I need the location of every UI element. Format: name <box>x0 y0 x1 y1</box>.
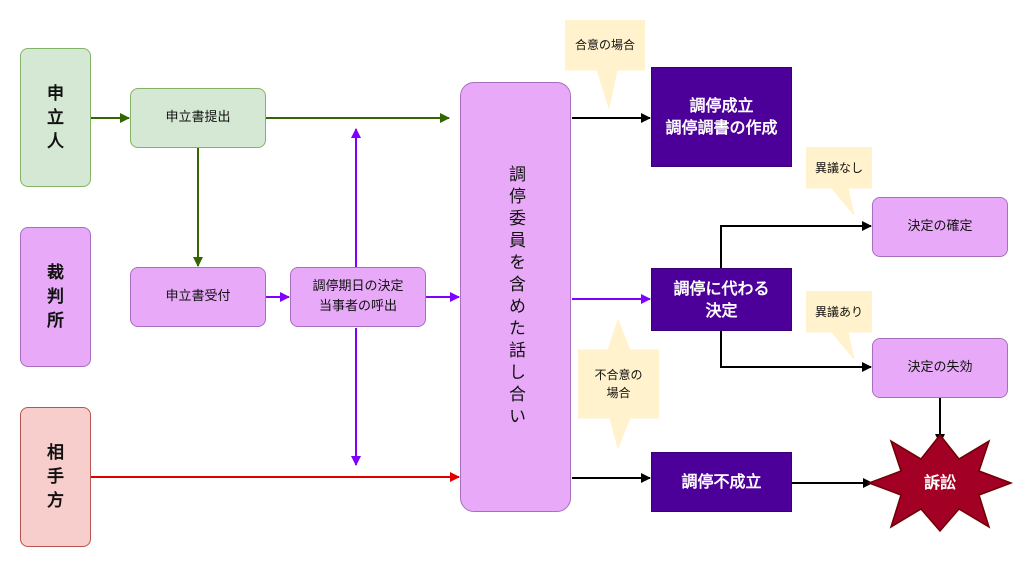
success-box: 調停成立 調停調書の作成 <box>651 67 792 167</box>
invalid-box: 決定の失効 <box>872 338 1008 398</box>
lawsuit-star: 訴訟 <box>865 431 1015 535</box>
actor-applicant: 申 立 人 <box>20 48 91 187</box>
actor-respondent: 相 手 方 <box>20 407 91 547</box>
note-objection: 異議あり <box>805 290 873 360</box>
schedule-box: 調停期日の決定 当事者の呼出 <box>290 267 426 327</box>
actor-court: 裁 判 所 <box>20 227 91 367</box>
filing-box: 申立書提出 <box>130 88 266 148</box>
discussion-label: 調停委員を含めた話し合い <box>505 165 525 429</box>
receipt-box: 申立書受付 <box>130 267 266 327</box>
note-disagreement-label: 不合意の 場合 <box>594 368 643 400</box>
failure-box: 調停不成立 <box>651 452 792 512</box>
arrow-alternative-to-invalid <box>720 331 872 372</box>
starburst-shape <box>866 433 1014 533</box>
discussion-box: 調停委員を含めた話し合い <box>460 82 571 512</box>
note-no-objection-label: 異議なし <box>814 160 863 175</box>
note-objection-label: 異議あり <box>814 304 863 319</box>
note-no-objection: 異議なし <box>805 146 873 216</box>
confirmed-box: 決定の確定 <box>872 197 1008 257</box>
note-disagreement: 不合意の 場合 <box>577 318 660 450</box>
lawsuit-label: 訴訟 <box>923 473 956 492</box>
arrow-alternative-to-confirmed <box>720 221 872 268</box>
alternative-box: 調停に代わる 決定 <box>651 268 792 331</box>
note-agreement-label: 合意の場合 <box>574 38 635 52</box>
note-agreement: 合意の場合 <box>564 19 646 110</box>
